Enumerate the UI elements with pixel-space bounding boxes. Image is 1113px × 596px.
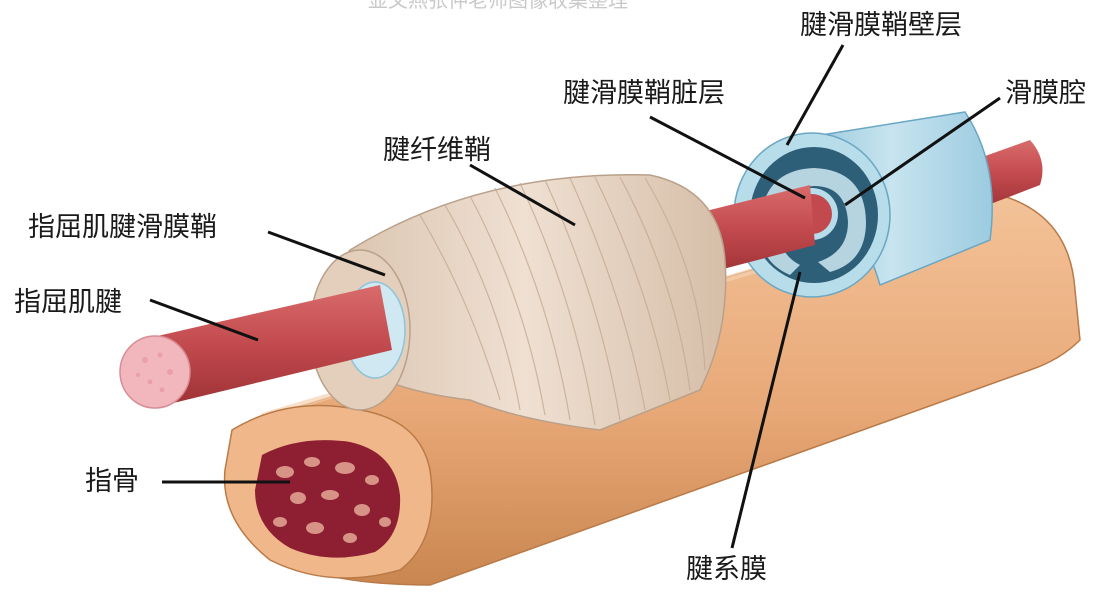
label-fibrous-sheath: 腱纤维鞘 (383, 137, 491, 164)
label-flexor-tendon: 指屈肌腱 (14, 289, 122, 316)
tendon-cut-face (120, 336, 190, 408)
label-visceral-layer: 腱滑膜鞘脏层 (563, 80, 725, 107)
leader-wall-layer (787, 45, 843, 145)
label-wall-layer: 腱滑膜鞘壁层 (800, 12, 962, 39)
label-synovial-cavity: 滑膜腔 (1005, 80, 1086, 107)
label-mesotendon: 腱系膜 (686, 556, 767, 583)
label-phalanx: 指骨 (85, 468, 139, 495)
label-flexor-sheath: 指屈肌腱滑膜鞘 (28, 214, 217, 241)
